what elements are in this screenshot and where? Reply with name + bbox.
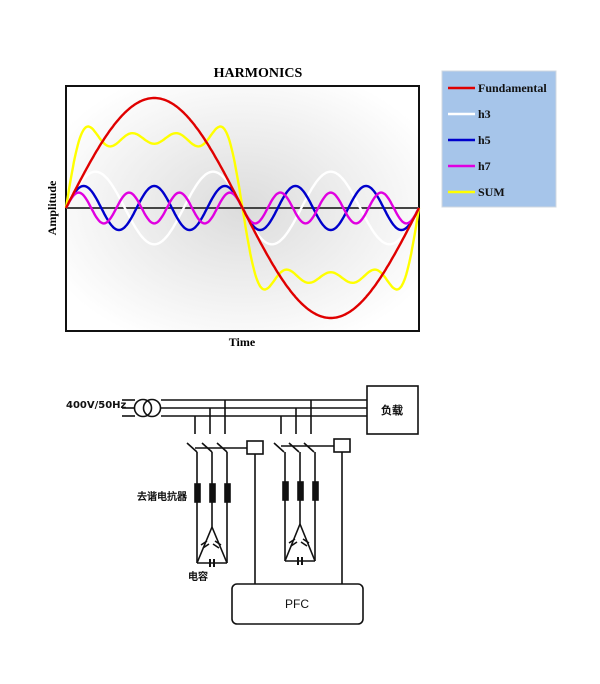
series-group xyxy=(64,96,421,320)
load-box xyxy=(366,385,419,435)
chart-title: HARMONICS xyxy=(214,66,303,81)
legend-item-label: h3 xyxy=(478,107,491,121)
capacitor-label: 电容 xyxy=(188,570,208,583)
transformer-icon xyxy=(133,398,153,418)
load-label: 负载 xyxy=(381,403,403,417)
circuit-diagram: 400V/50Hz 负载 去谐电抗器 xyxy=(66,385,419,625)
y-axis-label: Amplitude xyxy=(45,180,59,235)
series-fundamental-line xyxy=(64,96,421,320)
legend-item-label: h5 xyxy=(478,133,491,147)
reactor-label: 去谐电抗器 xyxy=(137,490,188,503)
legend-item-label: Fundamental xyxy=(478,81,547,95)
source-label: 400V/50Hz xyxy=(66,400,127,411)
branch1-relay xyxy=(246,440,264,455)
pfc-label: PFC xyxy=(285,597,309,611)
pfc-controller-box xyxy=(231,583,364,625)
branch2-relay xyxy=(333,438,351,453)
legend-item-label: h7 xyxy=(478,159,491,173)
legend-item-label: SUM xyxy=(478,185,505,199)
reactor-icon xyxy=(194,483,201,503)
x-axis-label: Time xyxy=(229,335,256,349)
